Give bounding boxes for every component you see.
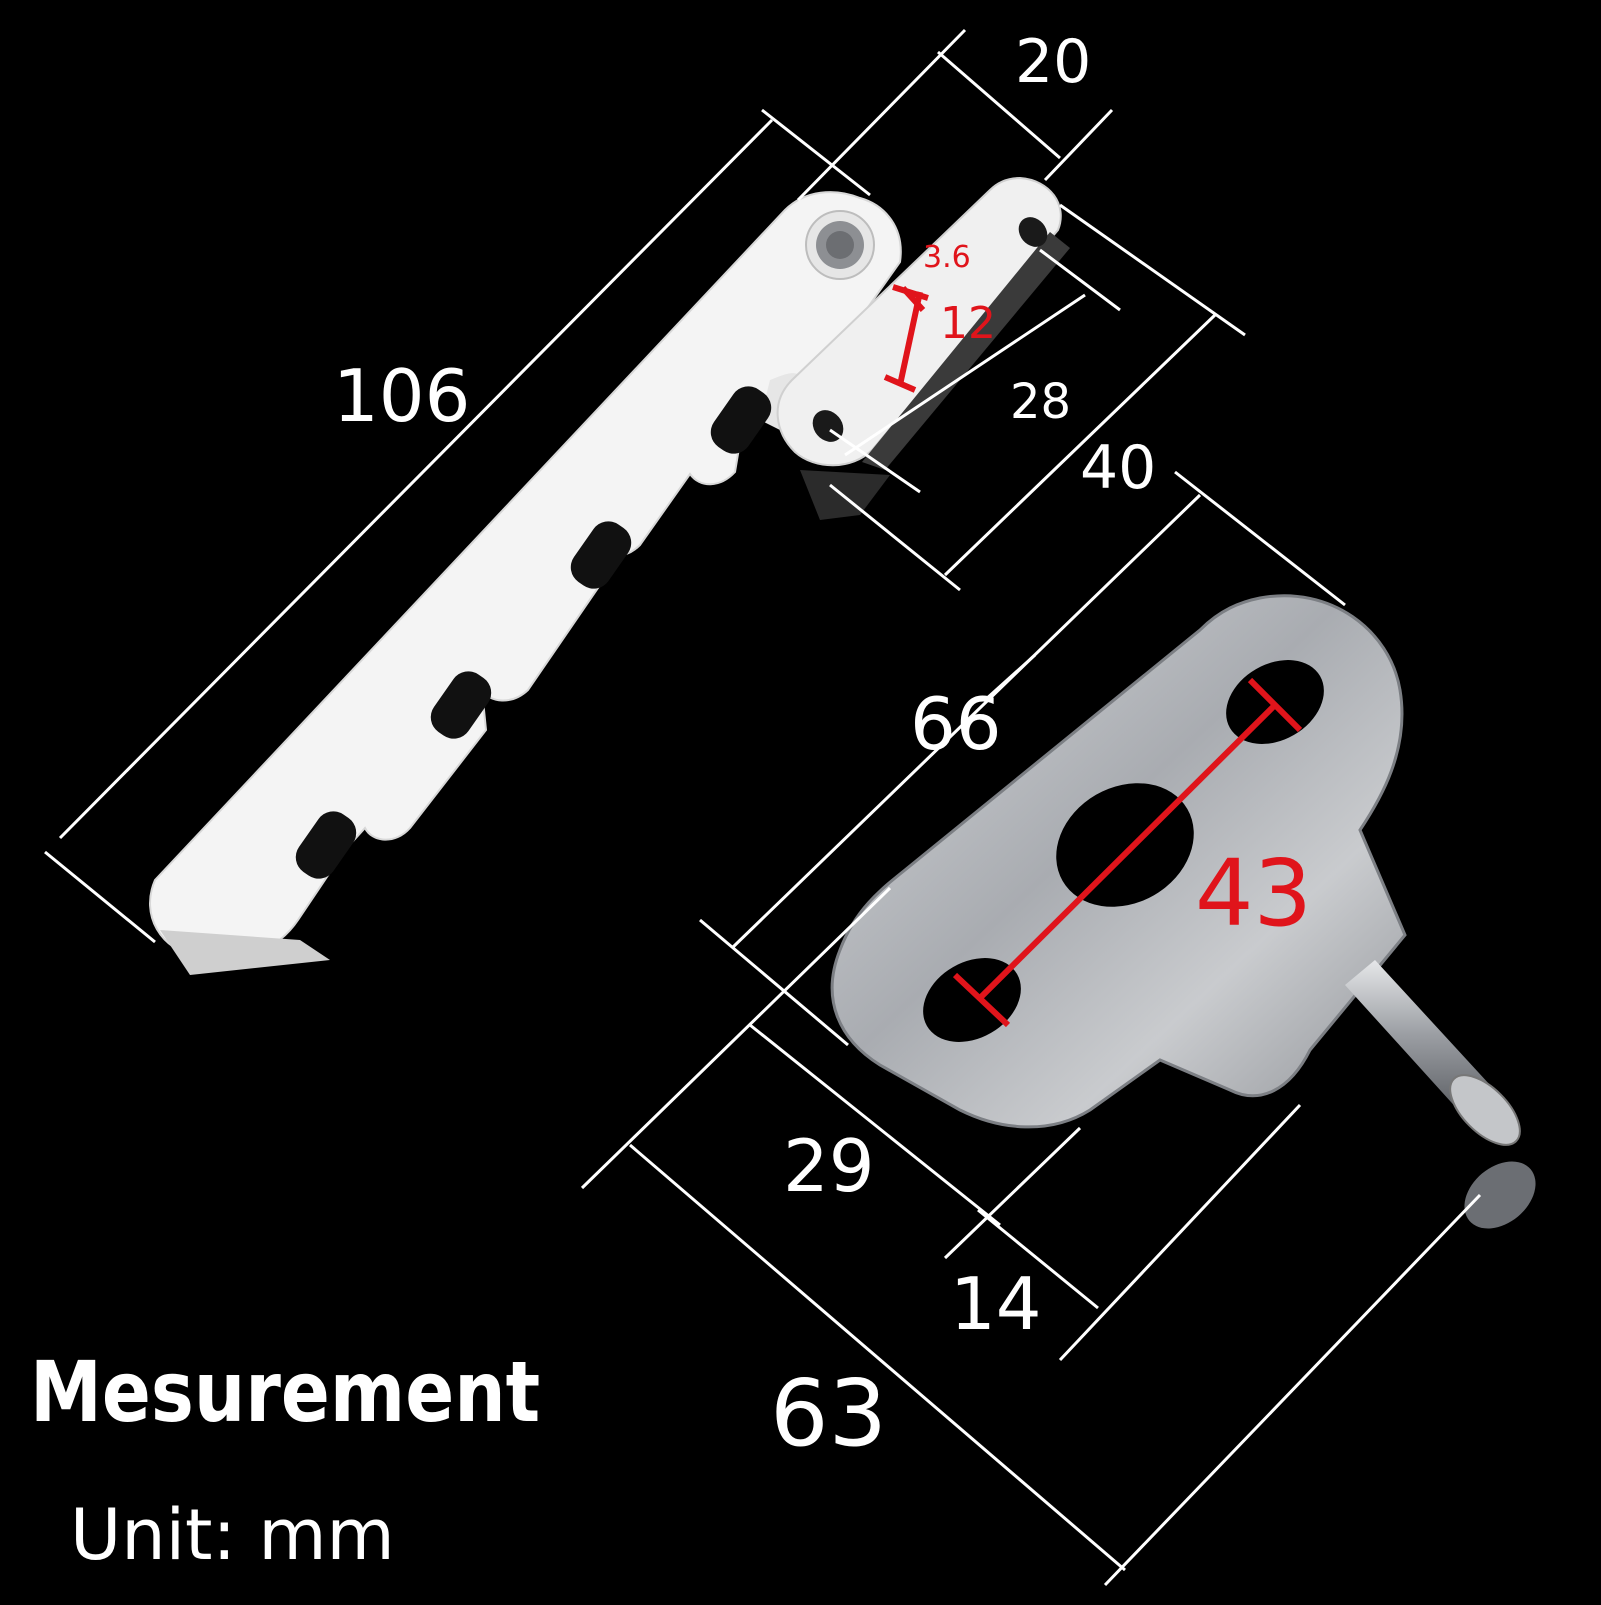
dimension-label-40: 40	[1080, 433, 1157, 503]
dimension-label-29: 29	[783, 1124, 875, 1208]
dimension-label-66: 66	[910, 682, 1002, 766]
metal-pin	[1345, 960, 1536, 1229]
red-measure-lines	[883, 284, 1303, 1028]
unit-caption: Unit: mm	[70, 1494, 395, 1576]
red-label-12: 12	[940, 298, 996, 349]
dimension-label-63: 63	[770, 1360, 888, 1467]
red-label-43: 43	[1195, 840, 1313, 947]
plastic-stay-arm	[149, 191, 902, 975]
dimension-lines	[44, 28, 1482, 1587]
dimension-label-106: 106	[333, 354, 471, 438]
red-label-3-6: 3.6	[923, 240, 971, 275]
measurement-title: Mesurement	[30, 1343, 541, 1441]
dimension-label-20: 20	[1015, 27, 1092, 97]
dimension-label-28: 28	[1010, 374, 1072, 430]
dimension-label-14: 14	[950, 1262, 1042, 1346]
